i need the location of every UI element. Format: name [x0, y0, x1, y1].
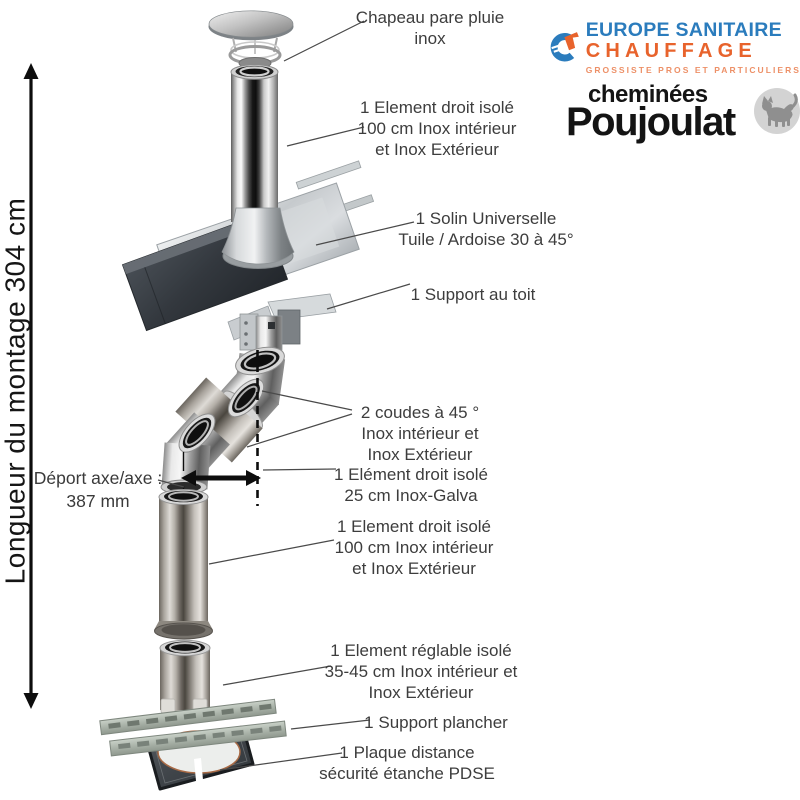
label-support-plancher: 1 Support plancher	[341, 712, 531, 733]
rain-cap	[208, 10, 294, 69]
label-line: et Inox Extérieur	[352, 559, 476, 578]
roof-support	[227, 293, 337, 351]
straight-element-top	[230, 64, 279, 222]
label-line: et Inox Extérieur	[375, 140, 499, 159]
element-25-opening	[227, 378, 265, 418]
esc-logo-title: EUROPE SANITAIRE	[585, 19, 782, 41]
label-line: 1 Support plancher	[364, 713, 508, 732]
label-line: 1 Element droit isolé	[359, 98, 515, 117]
label-line: 1 Element droit isolé	[336, 517, 492, 536]
elbow-upper-opening	[235, 346, 285, 376]
label-line: 100 cm Inox intérieur	[334, 538, 494, 557]
label-chapeau: Chapeau pare pluie inox	[330, 7, 530, 49]
label-coudes: 2 coudes à 45 ° Inox intérieur et Inox E…	[330, 402, 510, 465]
roof-support-clamp	[239, 313, 283, 351]
label-deport: Déport axe/axe : 387 mm	[13, 467, 183, 513]
label-line: inox	[414, 29, 446, 48]
label-line: Inox intérieur et	[361, 424, 479, 443]
label-line: 35-45 cm Inox intérieur et	[324, 662, 518, 681]
europe-sanitaire-chauffage-logo: EUROPE SANITAIRE CHAUFFAGE GROSSISTE PRO…	[549, 12, 800, 84]
label-element-top: 1 Element droit isolé 100 cm Inox intéri…	[322, 97, 552, 160]
label-line: Inox Extérieur	[367, 445, 473, 464]
label-line: sécurité étanche PDSE	[319, 764, 495, 783]
measure-label: Longueur du montage 304 cm	[0, 197, 31, 585]
label-pdse: 1 Plaque distance sécurité étanche PDSE	[297, 742, 517, 784]
label-support-toit: 1 Support au toit	[383, 284, 563, 305]
straight-element-bottom	[154, 489, 213, 640]
elbow-lower-opening	[178, 413, 216, 453]
leader-lines	[157, 20, 415, 771]
label-element-bottom: 1 Element droit isolé 100 cm Inox intéri…	[299, 516, 529, 579]
label-element-25: 1 Elément droit isolé 25 cm Inox-Galva	[306, 464, 516, 506]
label-line: 1 Element réglable isolé	[330, 641, 512, 660]
label-line: Tuile / Ardoise 30 à 45°	[398, 230, 574, 249]
label-line: 2 coudes à 45 °	[360, 403, 480, 422]
label-line: 25 cm Inox-Galva	[344, 486, 478, 505]
poujoulat-cat-badge	[754, 88, 800, 134]
label-line: Chapeau pare pluie	[355, 8, 505, 27]
cheminees-poujoulat-logo: cheminées Poujoulat	[566, 81, 800, 148]
floor-support	[99, 698, 287, 757]
label-line: Déport axe/axe :	[33, 468, 163, 488]
solin-cone	[221, 207, 295, 265]
adjustable-element	[159, 639, 211, 718]
esc-logo-tagline: GROSSISTE PROS ET PARTICULIERS	[585, 65, 800, 75]
poujoulat-logo-name: Poujoulat	[566, 100, 736, 144]
floor-support-rail-front	[109, 720, 287, 757]
label-line: 1 Plaque distance	[339, 743, 475, 762]
label-line: 100 cm Inox intérieur	[357, 119, 517, 138]
label-line: 1 Solin Universelle	[415, 209, 557, 228]
label-line: 387 mm	[66, 491, 130, 511]
floor-support-rail-back	[99, 698, 277, 736]
measure-arrow	[23, 63, 39, 709]
poujoulat-logo-top-text: cheminées	[588, 81, 708, 108]
deport-arrow	[181, 470, 261, 486]
label-reglable: 1 Element réglable isolé 35-45 cm Inox i…	[301, 640, 541, 703]
label-solin: 1 Solin Universelle Tuile / Ardoise 30 à…	[366, 208, 606, 250]
label-line: Inox Extérieur	[368, 683, 474, 702]
esc-logo-icon	[550, 32, 579, 62]
straight-element-25	[175, 377, 265, 463]
pdse-split-gap	[194, 758, 204, 792]
cat-icon	[762, 93, 798, 127]
esc-logo-subtitle: CHAUFFAGE	[585, 40, 757, 62]
label-line: 1 Support au toit	[410, 285, 536, 304]
label-line: 1 Elément droit isolé	[333, 465, 489, 484]
